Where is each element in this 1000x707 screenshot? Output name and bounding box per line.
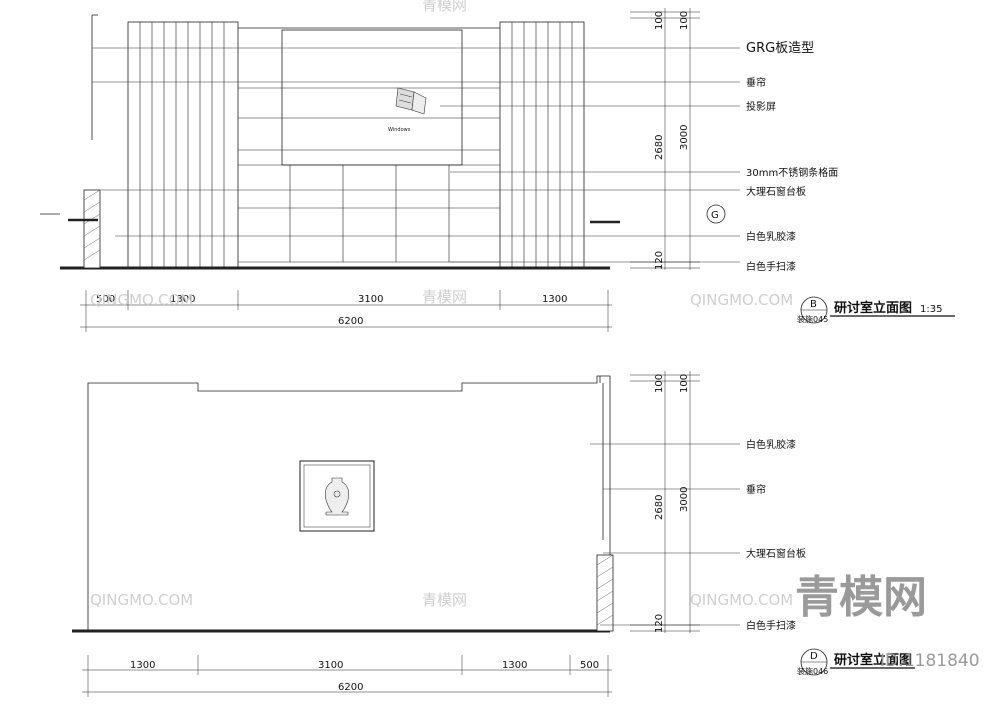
- dim-b-h2: 3100: [318, 660, 343, 671]
- top-labels: GRG板造型 垂帘 投影屏 30mm不锈钢条格面 大理石窗台板 白色乳胶漆 白色…: [711, 41, 838, 273]
- id-watermark: ID:1181840: [880, 651, 980, 671]
- bottom-labels: 白色乳胶漆 垂帘 大理石窗台板 白色手扫漆: [746, 438, 806, 632]
- watermark-cn-1: 青模网: [422, 288, 467, 306]
- label-hand-paint-b: 白色手扫漆: [746, 619, 796, 632]
- windows-logo-icon: [395, 87, 427, 115]
- section-mark: G: [711, 210, 719, 221]
- screen-caption: Windows: [388, 127, 411, 133]
- top-dims: 500 1300 3100 1300 6200 100 100 2680 300…: [96, 11, 690, 327]
- dim-v4: 3000: [679, 125, 690, 150]
- label-marble-sill: 大理石窗台板: [746, 185, 806, 198]
- watermark-text-3: QINGMO.COM: [90, 591, 193, 609]
- dim-v5: 120: [654, 251, 665, 270]
- watermark-text-1: QINGMO.COM: [90, 291, 193, 309]
- label-screen: 投影屏: [746, 100, 776, 113]
- watermarks: QINGMO.COM QINGMO.COM QINGMO.COM QINGMO.…: [90, 0, 793, 609]
- title-letter-bottom: D: [810, 651, 818, 662]
- elevation-top: Windows: [40, 8, 740, 332]
- dim-h2: 1300: [170, 294, 195, 305]
- dim-b-v4: 3000: [679, 487, 690, 512]
- label-latex-paint-b: 白色乳胶漆: [746, 438, 796, 451]
- title-block-bottom: D 装施046 研讨室立面图: [797, 648, 915, 676]
- title-text-top: 研讨室立面图: [834, 300, 912, 316]
- dim-v2: 100: [679, 11, 690, 30]
- elevation-bottom: [72, 371, 740, 697]
- title-sheet-top: 装施045: [797, 314, 828, 324]
- label-latex-paint: 白色乳胶漆: [746, 230, 796, 243]
- label-stainless: 30mm不锈钢条格面: [746, 166, 838, 179]
- label-hand-paint: 白色手扫漆: [746, 260, 796, 273]
- dim-b-h4: 500: [580, 660, 599, 671]
- dim-b-total: 6200: [338, 682, 363, 693]
- dim-h3: 3100: [358, 294, 383, 305]
- watermark-text-2: QINGMO.COM: [690, 291, 793, 309]
- label-grg: GRG板造型: [746, 41, 814, 56]
- label-marble-sill-b: 大理石窗台板: [746, 547, 806, 560]
- dim-b-h1: 1300: [130, 660, 155, 671]
- dim-b-v2: 100: [679, 374, 690, 393]
- dim-b-v5: 120: [654, 614, 665, 633]
- dim-b-h3: 1300: [502, 660, 527, 671]
- dim-total: 6200: [338, 316, 363, 327]
- watermark-cn-3: 青模网: [422, 0, 467, 14]
- brand-watermark: 青模网: [795, 572, 927, 623]
- bottom-dims: 1300 3100 1300 500 6200 100 100 2680 300…: [130, 374, 690, 693]
- dim-b-v1: 100: [654, 374, 665, 393]
- title-sheet-bottom: 装施046: [797, 666, 828, 676]
- title-block-top: B 装施045 研讨室立面图 1:35: [797, 296, 955, 324]
- label-curtain: 垂帘: [746, 76, 766, 89]
- title-letter-top: B: [810, 299, 817, 310]
- dim-v1: 100: [654, 11, 665, 30]
- title-text-bottom: 研讨室立面图: [834, 652, 912, 668]
- dim-h4: 1300: [542, 294, 567, 305]
- watermark-cn-2: 青模网: [422, 591, 467, 609]
- dim-b-v3: 2680: [654, 495, 665, 520]
- label-curtain-b: 垂帘: [746, 483, 766, 496]
- vase-icon: [324, 477, 350, 516]
- dim-v3: 2680: [654, 135, 665, 160]
- title-scale-top: 1:35: [920, 304, 942, 315]
- dim-h1: 500: [96, 294, 115, 305]
- watermark-text-4: QINGMO.COM: [690, 591, 793, 609]
